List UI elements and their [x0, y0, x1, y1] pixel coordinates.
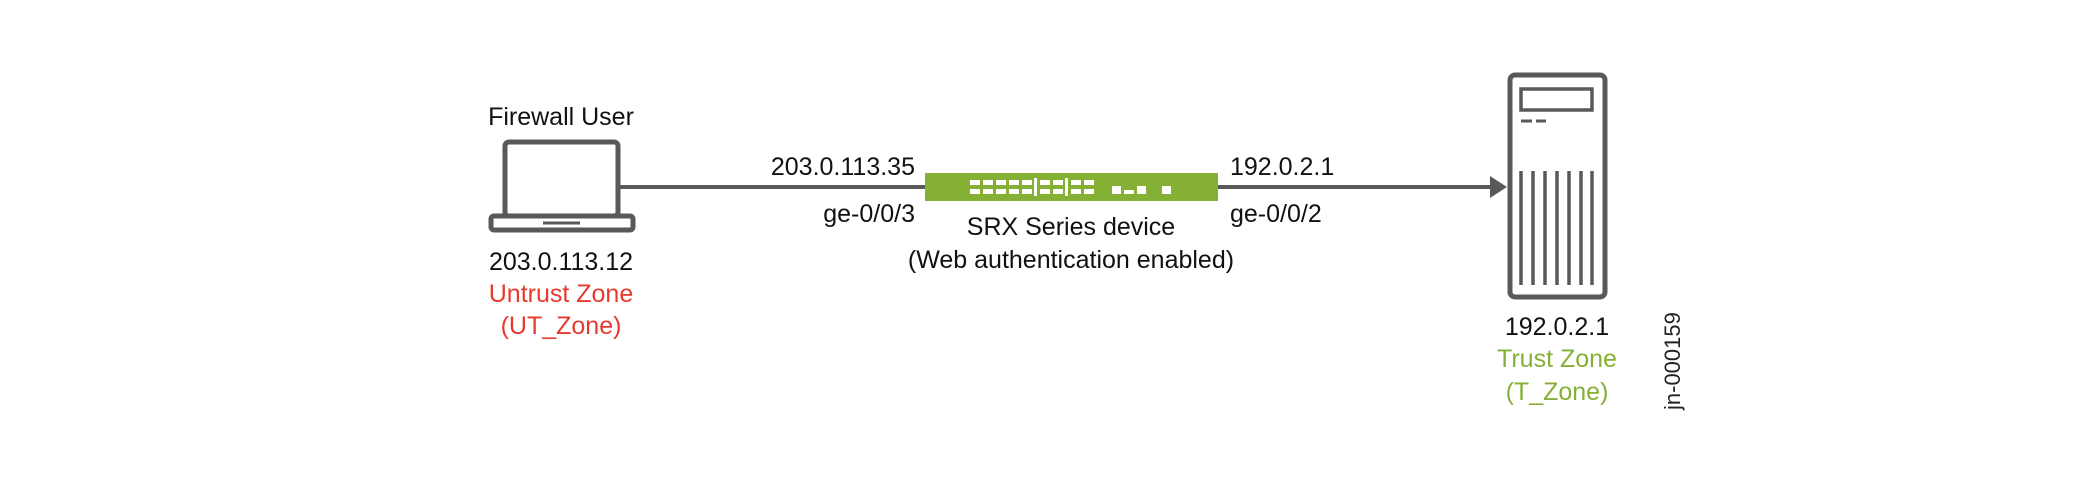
figure-id: jn-000159 [1660, 312, 1685, 411]
laptop-icon [488, 139, 636, 233]
arrow-head-icon [1490, 176, 1507, 198]
server-ip: 192.0.2.1 [1505, 313, 1609, 341]
left-link-ip: 203.0.113.35 [771, 153, 915, 181]
trust-zone-label: Trust Zone [1497, 345, 1617, 373]
right-link-interface: ge-0/0/2 [1230, 200, 1322, 228]
user-title: Firewall User [488, 103, 634, 131]
untrust-zone-label: Untrust Zone [489, 280, 634, 308]
server-icon [1507, 72, 1608, 300]
device-name: SRX Series device [967, 213, 1175, 241]
device-note: (Web authentication enabled) [908, 246, 1234, 274]
trust-zone-id: (T_Zone) [1506, 378, 1609, 406]
srx-device-icon [925, 173, 1218, 201]
untrust-zone-id: (UT_Zone) [501, 312, 622, 340]
right-link-ip: 192.0.2.1 [1230, 153, 1334, 181]
left-link-interface: ge-0/0/3 [823, 200, 915, 228]
user-ip: 203.0.113.12 [489, 248, 633, 276]
